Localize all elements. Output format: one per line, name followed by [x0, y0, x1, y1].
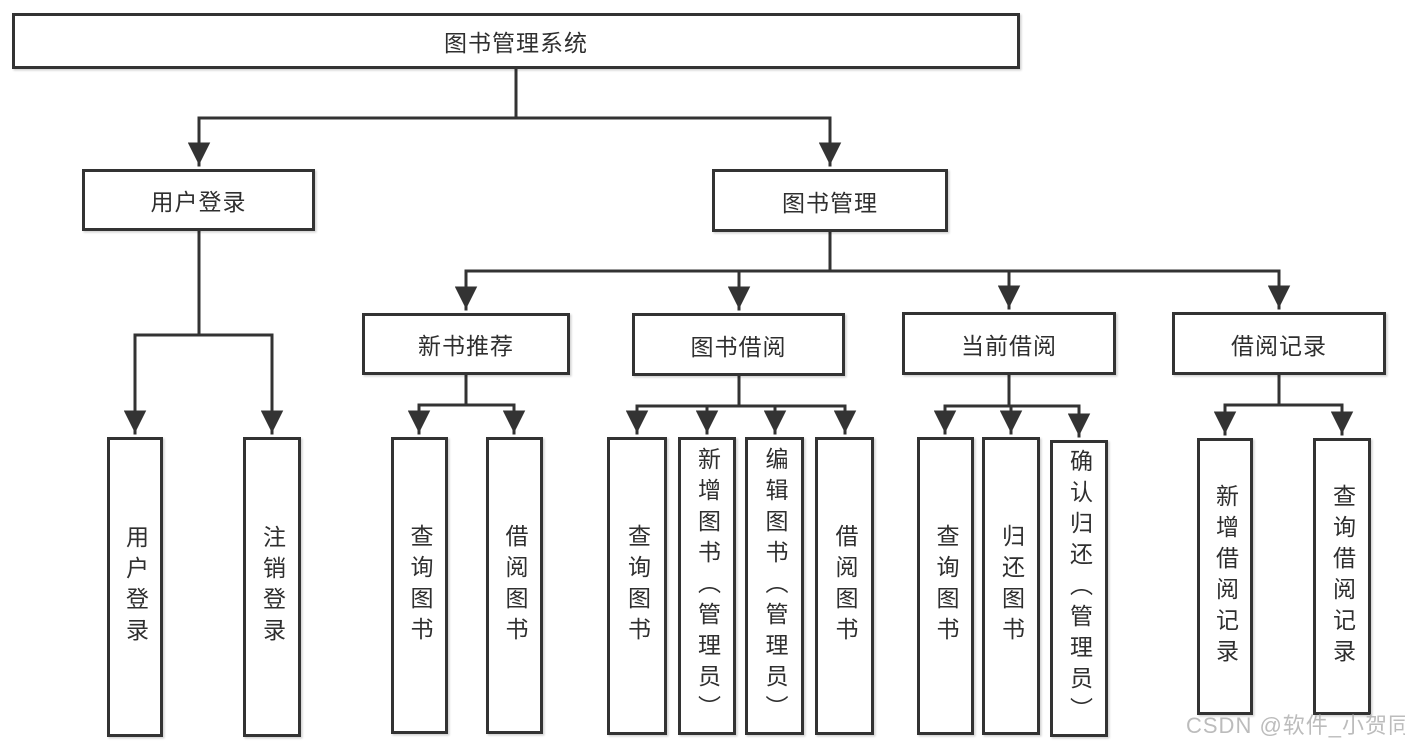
node-label: 新书推荐: [418, 333, 514, 359]
node-borrow-records: 借阅记录: [1172, 312, 1386, 375]
node-label: 图书借阅: [690, 333, 787, 360]
node-label: 编辑图书（管理员）: [762, 446, 788, 726]
node-label: 图书管理: [782, 189, 878, 216]
node-leaf-edit-books-admin: 编辑图书（管理员）: [745, 437, 804, 735]
node-leaf-query-books-current: 查询图书: [917, 437, 974, 735]
node-library-system: 图书管理系统: [12, 13, 1020, 69]
node-leaf-user-login: 用户登录: [107, 437, 163, 737]
csdn-watermark: CSDN @软件_小贺同学: [1186, 713, 1405, 738]
node-leaf-borrow-books: 借阅图书: [815, 437, 874, 735]
node-leaf-query-borrow-record: 查询借阅记录: [1313, 438, 1371, 715]
node-label: 借阅图书: [832, 524, 858, 648]
node-leaf-add-borrow-record: 新增借阅记录: [1197, 438, 1253, 715]
node-label: 查询借阅记录: [1329, 483, 1356, 670]
node-label: 注销登录: [259, 525, 286, 649]
node-leaf-logout: 注销登录: [243, 437, 301, 737]
node-leaf-query-books-recommend: 查询图书: [391, 437, 448, 734]
node-label: 查询图书: [624, 524, 651, 648]
node-leaf-add-books-admin: 新增图书（管理员）: [678, 437, 736, 735]
node-label: 借阅记录: [1231, 332, 1327, 359]
node-leaf-confirm-return-admin: 确认归还（管理员）: [1050, 440, 1108, 737]
node-label: 确认归还（管理员）: [1066, 449, 1093, 728]
node-label: 归还图书: [998, 524, 1025, 648]
node-leaf-borrow-books-recommend: 借阅图书: [486, 437, 543, 734]
node-book-borrowing: 图书借阅: [632, 313, 845, 376]
node-label: 用户登录: [150, 189, 247, 215]
node-label: 查询图书: [933, 524, 959, 648]
node-user-login: 用户登录: [82, 169, 315, 231]
node-leaf-query-books-borrow: 查询图书: [607, 437, 667, 735]
node-label: 用户登录: [122, 525, 149, 649]
node-current-borrowing: 当前借阅: [902, 312, 1116, 375]
node-label: 图书管理系统: [444, 30, 588, 56]
node-book-management: 图书管理: [712, 169, 948, 232]
node-leaf-return-books: 归还图书: [982, 437, 1040, 735]
node-label: 新增借阅记录: [1212, 483, 1239, 670]
node-label: 查询图书: [407, 523, 433, 648]
node-label: 新增图书（管理员）: [694, 446, 721, 726]
node-label: 借阅图书: [502, 523, 528, 648]
node-new-book-recommend: 新书推荐: [362, 313, 570, 375]
node-label: 当前借阅: [961, 332, 1057, 359]
